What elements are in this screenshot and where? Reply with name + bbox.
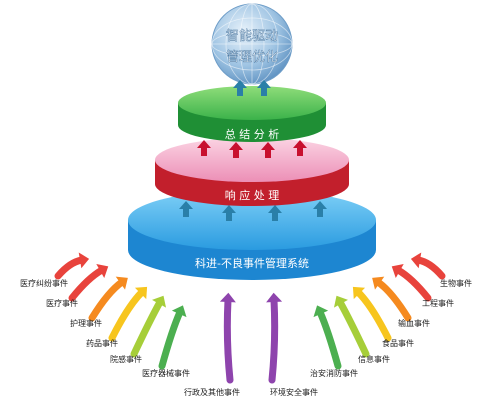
tier-top-label: 总 结 分 析 bbox=[225, 127, 280, 141]
arrow-bottom-2 bbox=[266, 292, 283, 384]
globe-line-2: 管理优化 bbox=[226, 50, 278, 65]
label-right-2: 工程事件 bbox=[422, 298, 454, 308]
arrow-left-1 bbox=[54, 252, 90, 280]
arrow-right-3 bbox=[372, 276, 412, 322]
up-arrow-base-1 bbox=[179, 201, 193, 217]
globe: 智能驱动 管理优化 bbox=[211, 3, 293, 85]
up-arrow-middle-1 bbox=[197, 140, 211, 156]
label-left-6: 医疗器械事件 bbox=[142, 368, 190, 378]
arrow-left-5 bbox=[130, 295, 167, 358]
tier-middle: 响 应 处 理 bbox=[155, 138, 349, 206]
label-right-6: 治安消防事件 bbox=[310, 368, 358, 378]
label-right-4: 食品事件 bbox=[382, 338, 414, 348]
globe-line-1: 智能驱动 bbox=[226, 29, 278, 44]
label-left-1: 医疗纠纷事件 bbox=[20, 278, 68, 288]
arrow-right-5 bbox=[333, 295, 370, 358]
arrow-left-3 bbox=[88, 276, 128, 322]
arrow-right-6 bbox=[313, 305, 342, 370]
arrow-left-4 bbox=[108, 286, 148, 342]
up-arrow-middle-2 bbox=[229, 142, 243, 158]
globe-grid bbox=[211, 3, 293, 85]
tier-arrows bbox=[179, 80, 327, 221]
label-right-3: 输血事件 bbox=[398, 318, 430, 328]
label-bottom-2: 环境安全事件 bbox=[270, 387, 318, 397]
tier-middle-top bbox=[155, 138, 349, 182]
tier-base-label: 科进-不良事件管理系统 bbox=[195, 256, 309, 270]
up-arrow-base-2 bbox=[222, 205, 236, 221]
tier-base-top bbox=[128, 190, 376, 250]
arrow-right-4 bbox=[352, 286, 392, 342]
label-right-1: 生物事件 bbox=[440, 278, 472, 288]
label-right-5: 信息事件 bbox=[358, 354, 390, 364]
tier-base: 科进-不良事件管理系统 bbox=[128, 190, 376, 280]
arrow-left-2 bbox=[68, 264, 109, 302]
label-left-2: 医疗事件 bbox=[46, 298, 78, 308]
up-arrow-middle-3 bbox=[261, 142, 275, 158]
arrow-bottom-1 bbox=[219, 292, 236, 384]
arrow-right-2 bbox=[391, 264, 432, 302]
up-arrow-top-2 bbox=[257, 80, 271, 96]
up-arrow-middle-4 bbox=[293, 140, 307, 156]
tier-middle-label: 响 应 处 理 bbox=[225, 188, 280, 202]
up-arrow-base-3 bbox=[268, 205, 282, 221]
label-left-3: 护理事件 bbox=[70, 318, 102, 328]
tier-top: 总 结 分 析 bbox=[178, 86, 326, 142]
label-bottom-1: 行政及其他事件 bbox=[184, 387, 240, 397]
up-arrow-top-1 bbox=[233, 80, 247, 96]
label-left-4: 药品事件 bbox=[86, 338, 118, 348]
up-arrow-base-4 bbox=[313, 201, 327, 217]
arrow-right-1 bbox=[410, 252, 446, 280]
tier-top-top bbox=[178, 86, 326, 120]
label-left-5: 院感事件 bbox=[110, 354, 142, 364]
arrow-left-6 bbox=[158, 305, 187, 370]
